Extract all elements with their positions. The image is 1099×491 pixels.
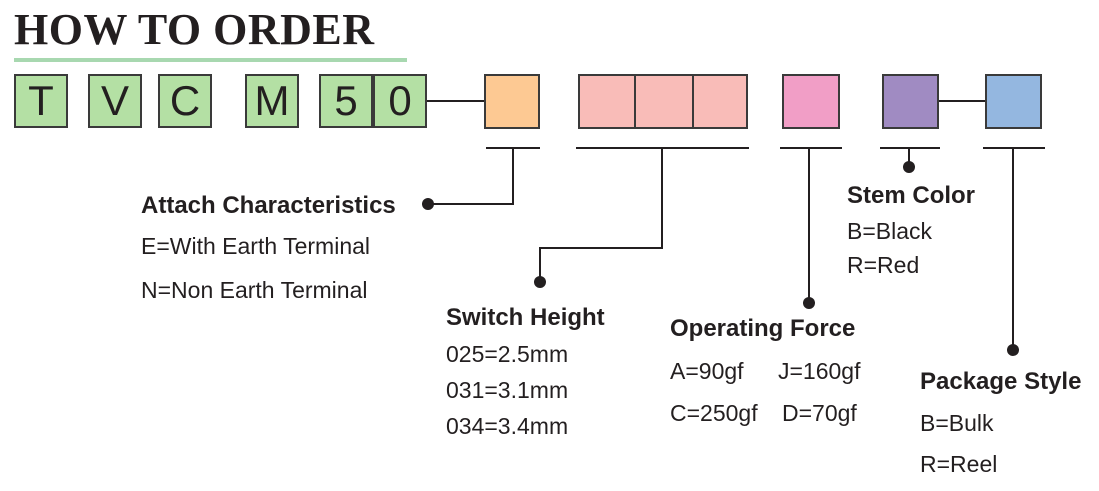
force-slot — [782, 74, 840, 129]
stem-dot — [903, 161, 915, 173]
force-option: J=160gf — [778, 358, 861, 384]
page-title: HOW TO ORDER — [14, 5, 375, 54]
height-option: 034=3.4mm — [446, 413, 569, 439]
package-option: B=Bulk — [920, 410, 994, 436]
force-dot — [803, 297, 815, 309]
height-dot — [534, 276, 546, 288]
attach-dot — [422, 198, 434, 210]
attach-slot — [484, 74, 540, 129]
force-heading: Operating Force — [670, 315, 856, 342]
height-slot-divider — [692, 76, 694, 127]
package-option: R=Reel — [920, 451, 998, 477]
code-digit-5: 5 — [319, 74, 373, 128]
height-slot — [578, 74, 748, 129]
height-leader — [539, 148, 663, 282]
height-option: 025=2.5mm — [446, 341, 569, 367]
attach-option: N=Non Earth Terminal — [141, 277, 368, 303]
package-dot — [1007, 344, 1019, 356]
code-letter-m: M — [245, 74, 299, 128]
code-letter-c: C — [158, 74, 212, 128]
code-digit-0: 0 — [373, 74, 427, 128]
title-underline — [14, 58, 407, 62]
stem-heading: Stem Color — [847, 182, 976, 209]
height-heading: Switch Height — [446, 304, 605, 331]
code-letter-v: V — [88, 74, 142, 128]
force-option: A=90gf — [670, 358, 744, 384]
height-slot-divider — [634, 76, 636, 127]
attach-option: E=With Earth Terminal — [141, 233, 371, 259]
package-slot — [985, 74, 1042, 129]
package-heading: Package Style — [920, 368, 1082, 395]
stem-option: R=Red — [847, 252, 920, 278]
code-letter-t: T — [14, 74, 68, 128]
attach-leader — [428, 148, 514, 205]
stem-slot — [882, 74, 939, 129]
attach-heading: Attach Characteristics — [141, 192, 396, 219]
force-option: C=250gf — [670, 400, 758, 426]
stem-option: B=Black — [847, 218, 933, 244]
height-option: 031=3.1mm — [446, 377, 569, 403]
force-option: D=70gf — [782, 400, 857, 426]
